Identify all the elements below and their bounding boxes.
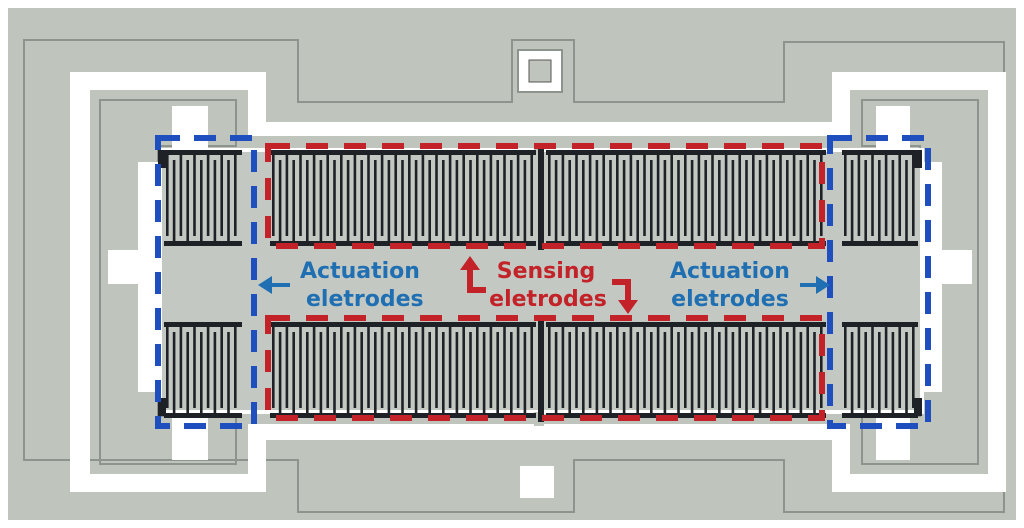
sensing-box-bottom — [265, 315, 825, 421]
arrow-right-icon — [800, 276, 830, 294]
sensing-label-line2: eletrodes — [489, 287, 607, 312]
comb-sense-bottom-right — [546, 322, 826, 418]
top-pad — [517, 49, 563, 93]
comb-right-top — [842, 150, 918, 246]
actuation-box-left — [155, 135, 257, 429]
comb-right-bottom — [842, 322, 918, 418]
sensing-box-top — [265, 143, 825, 249]
center-spine-top — [538, 146, 544, 250]
actuation-right-label-line2: eletrodes — [671, 287, 789, 312]
sensing-label-line1: Sensing — [497, 259, 595, 284]
comb-left-top — [164, 150, 242, 246]
arrow-left-icon — [258, 276, 290, 294]
center-spine-bottom — [538, 318, 544, 422]
actuation-right-label-line1: Actuation — [670, 259, 790, 284]
arrow-down-return-icon — [612, 279, 638, 314]
bottom-pad — [520, 466, 554, 498]
actuation-left-label-line2: eletrodes — [306, 287, 424, 312]
comb-left-bottom — [164, 322, 242, 418]
actuation-left-label-line1: Actuation — [300, 259, 420, 284]
actuation-box-right — [827, 135, 931, 429]
top-pad-hole — [528, 59, 552, 83]
arrow-up-return-icon — [460, 256, 486, 293]
comb-sense-top-right — [546, 150, 826, 246]
corner-accents — [158, 150, 922, 416]
outer-trace-outline — [23, 39, 1005, 513]
